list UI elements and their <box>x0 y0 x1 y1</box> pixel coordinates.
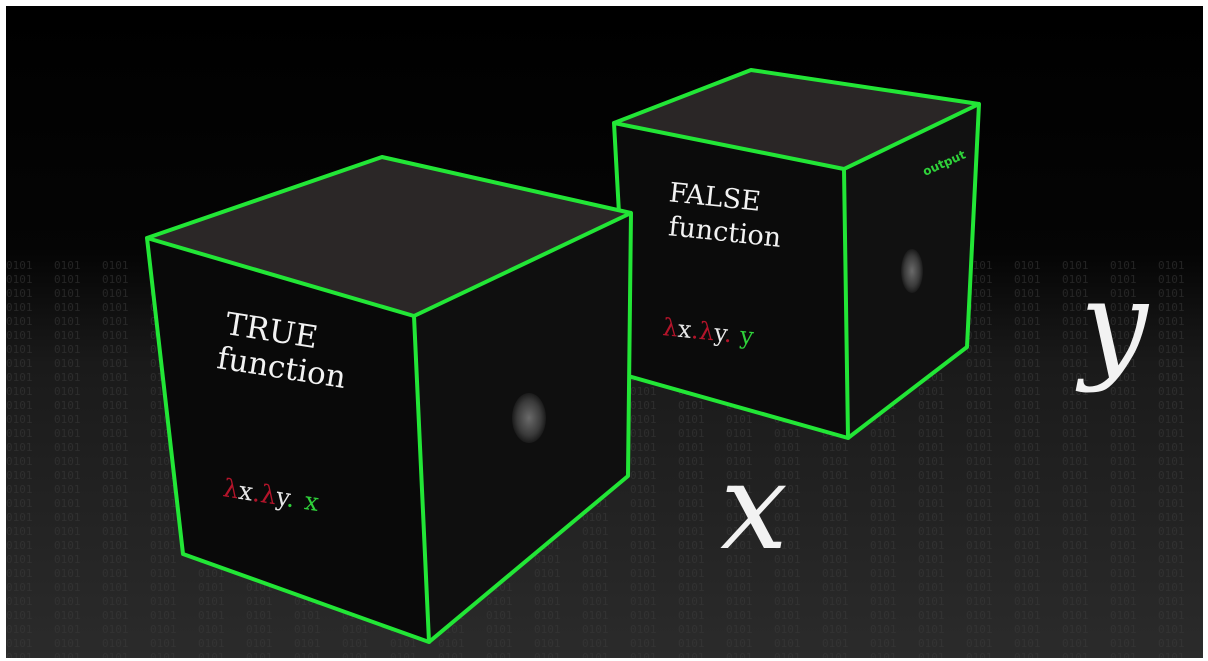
false-cube-side-hole <box>901 249 923 293</box>
free-variable-x: x <box>720 438 788 577</box>
true-cube-side-hole <box>512 393 546 443</box>
lambda-cubes-scene: 0101 FALSE function output λx.λy.y <box>6 6 1203 658</box>
free-variable-y: y <box>1075 256 1150 395</box>
